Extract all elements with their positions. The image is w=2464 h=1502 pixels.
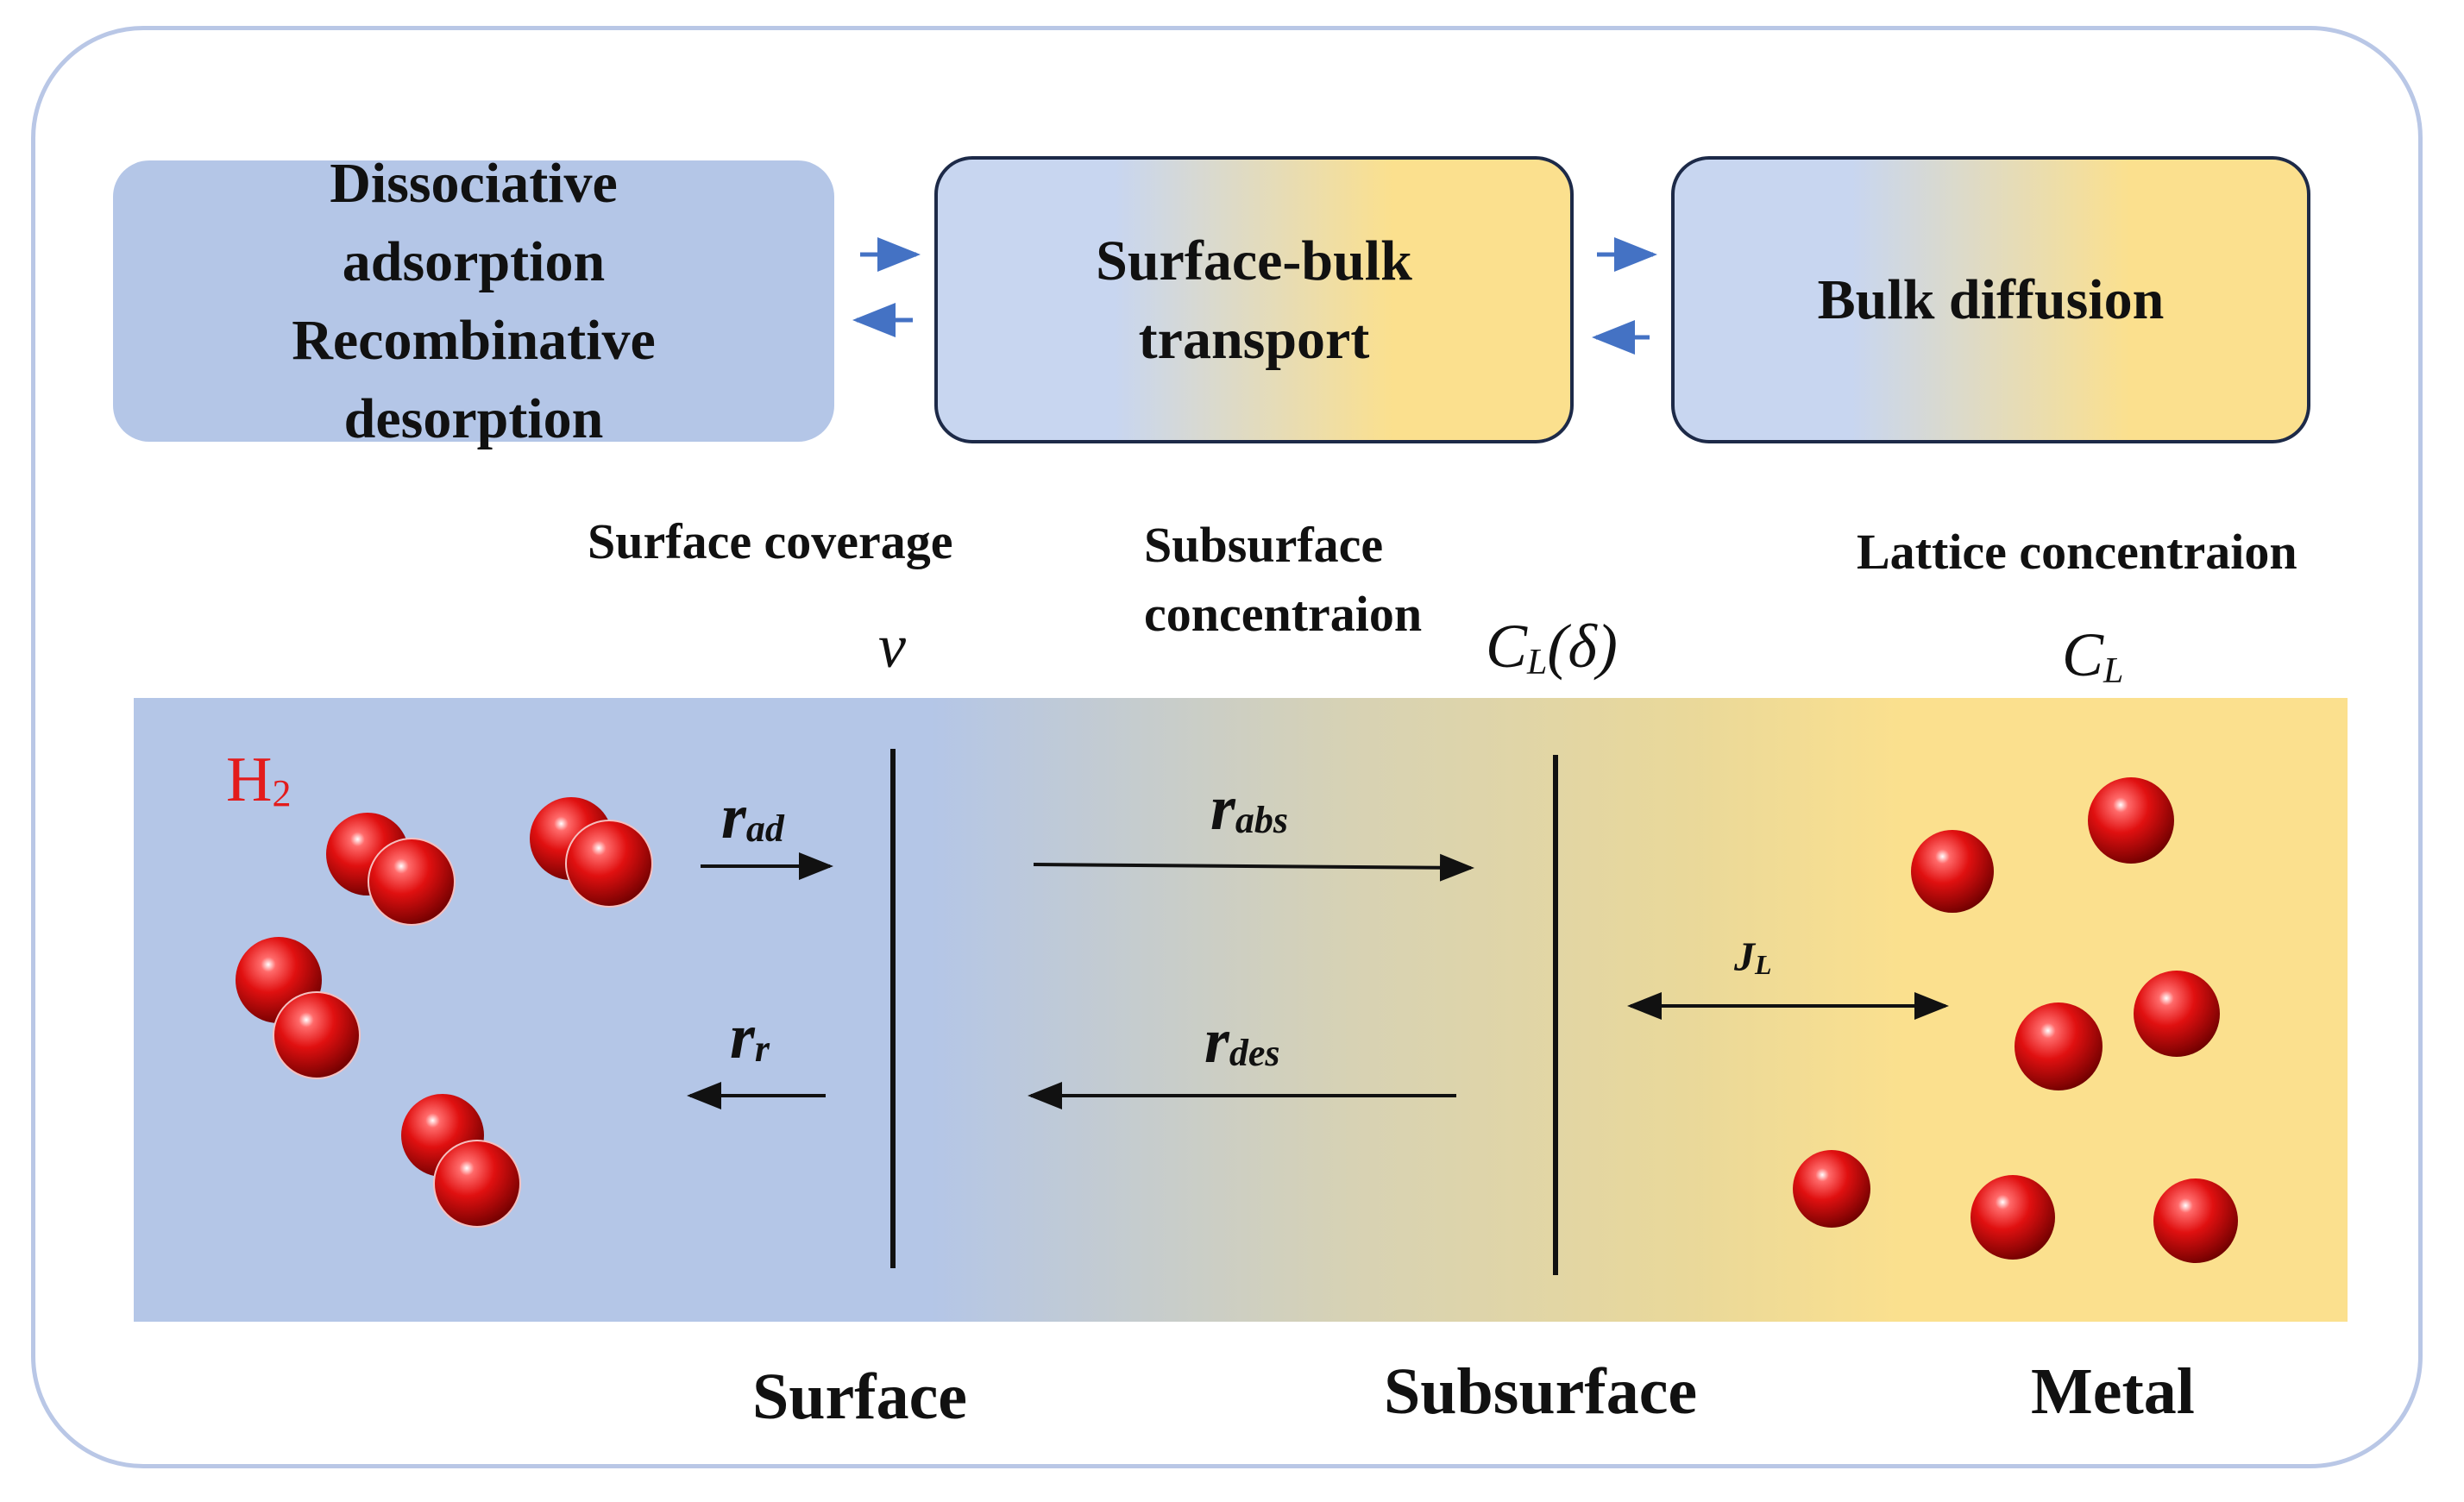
subsurface-concentration-symbol: CL(δ) [1486,611,1618,682]
lattice-concentration-symbol: CL [2062,619,2123,691]
subsurface-symbol-tail: (δ) [1547,612,1618,681]
surface-coverage-label: Surface coverage [588,513,953,569]
bulk-diffusion-box: Bulk diffusion [1671,156,2310,443]
lattice-symbol-base: C [2062,620,2104,689]
rate-r-base: r [730,1002,755,1072]
coverage-symbol: v [878,612,906,681]
adsorption-line4: desorption [343,387,604,450]
lattice-atom [1793,1150,1870,1228]
lattice-atom [2153,1178,2238,1263]
lattice-atom [2015,1002,2103,1090]
rate-des-base: r [1204,1006,1229,1077]
lattice-atom [2088,777,2174,864]
h2-label-base: H [226,745,273,815]
region-metal-label: Metal [2031,1355,2195,1428]
subsurface-symbol-base: C [1486,612,1528,681]
h2-label: H2 [226,744,291,817]
lattice-atoms [1793,777,2238,1263]
h2-atom [273,991,361,1079]
subsurface-concentration-label-line2: concentraion [1144,586,1423,642]
adsorption-line2: adsorption [342,230,606,293]
rate-r-sub: r [754,1028,770,1070]
adsorption-line3: Recombinative [292,309,656,372]
lattice-concentration-label: Lattice concentraion [1857,524,2297,580]
surface-bulk-transport-box: Surface-bulk transport [934,156,1574,443]
subsurface-symbol-sub: L [1527,643,1548,682]
rate-abs-base: r [1210,773,1235,844]
surface-bulk-line1: Surface-bulk [1096,229,1412,292]
h2-atom [433,1140,521,1228]
lattice-atom [1911,830,1994,913]
h2-molecules [236,797,653,1228]
rate-absorption-label: rabs [1210,772,1288,845]
rate-ad-sub: ad [745,808,784,850]
rate-recombination-label: rr [730,1001,770,1074]
region-subsurface-label: Subsurface [1384,1355,1698,1428]
h2-atom [565,820,653,908]
outer-frame [31,26,2423,1468]
surface-bulk-line2: transport [1138,307,1370,371]
h2-atom [368,838,456,926]
rate-des-sub: des [1229,1032,1280,1074]
subsurface-concentration-label-line1: Subsurface [1144,517,1384,573]
rate-adsorption-label: rad [721,781,784,854]
lattice-symbol-sub: L [2103,651,2124,691]
adsorption-line1: Dissociative [330,152,618,215]
absorption-arrow [1033,853,1474,882]
lattice-atom [2134,971,2220,1057]
rate-abs-sub: abs [1235,799,1288,841]
flux-sub: L [1755,949,1772,980]
rate-ad-base: r [721,782,746,852]
lattice-atom [1971,1175,2055,1260]
region-surface-label: Surface [752,1361,968,1433]
flux-base: J [1734,934,1755,980]
h2-label-sub: 2 [272,772,292,814]
adsorption-desorption-box: Dissociative adsorption Recombinative de… [113,152,834,450]
bulk-diffusion-label: Bulk diffusion [1817,267,2165,331]
flux-label: JL [1734,933,1772,981]
rate-desorption-label: rdes [1204,1005,1279,1078]
